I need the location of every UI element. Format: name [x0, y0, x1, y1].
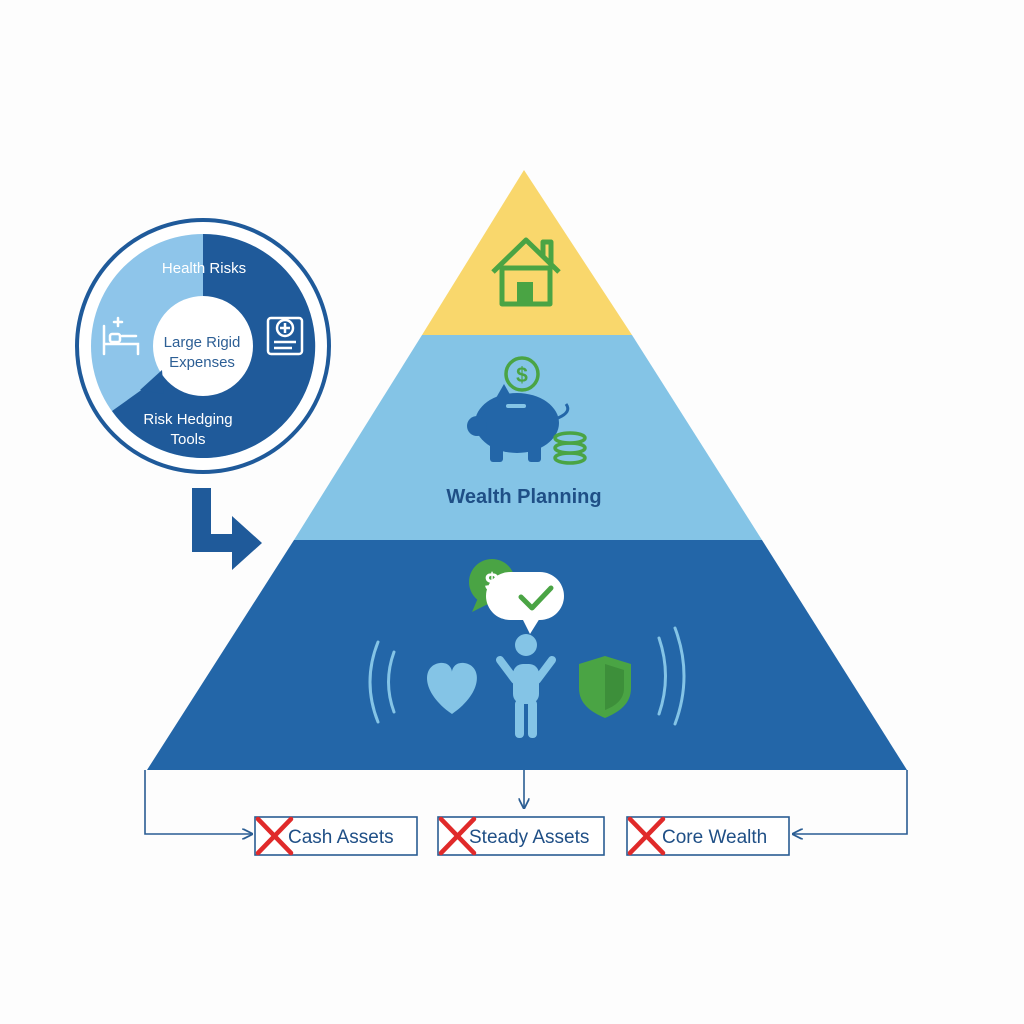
shield-icon — [579, 656, 631, 718]
wealth-planning-label: Wealth Planning — [446, 486, 601, 508]
svg-text:$: $ — [516, 364, 528, 387]
person-icon — [496, 634, 556, 738]
health-risks-label: Health Risks — [162, 260, 246, 277]
medical-document-icon — [266, 316, 304, 356]
signal-waves-right-icon — [657, 626, 686, 726]
signal-waves-left-icon — [368, 640, 396, 724]
cash-assets-label: Cash Assets — [288, 827, 394, 848]
risk-hedging-label: Risk Hedging — [143, 411, 232, 428]
right-connector — [793, 770, 908, 834]
house-icon — [491, 237, 561, 307]
cycle-arrow-icon — [140, 370, 164, 394]
hospital-bed-icon — [102, 316, 140, 356]
risk-circle — [75, 218, 331, 474]
steady-assets-label: Steady Assets — [469, 827, 589, 848]
dollar-coin-icon: $ — [504, 356, 540, 392]
large-rigid-label: Large Rigid — [164, 334, 241, 351]
tools-label: Tools — [170, 431, 205, 448]
pyramid-top-tier — [422, 170, 632, 335]
coin-stack-icon — [553, 431, 587, 465]
left-connector — [144, 770, 252, 834]
outcome-core-wealth: Core Wealth — [626, 816, 790, 856]
piggy-bank-icon — [467, 384, 570, 462]
cross-icon — [627, 816, 666, 856]
heart-icon — [427, 662, 477, 714]
outcome-cash-assets: Cash Assets — [254, 816, 418, 856]
connector-lines — [144, 770, 908, 834]
outcome-steady-assets: Steady Assets — [437, 816, 605, 856]
cross-icon — [438, 816, 477, 856]
expenses-label: Expenses — [169, 354, 235, 371]
cross-icon — [255, 816, 294, 856]
check-bubble-icon — [486, 572, 564, 634]
elbow-arrow-icon — [192, 488, 262, 570]
core-wealth-label: Core Wealth — [662, 827, 767, 848]
